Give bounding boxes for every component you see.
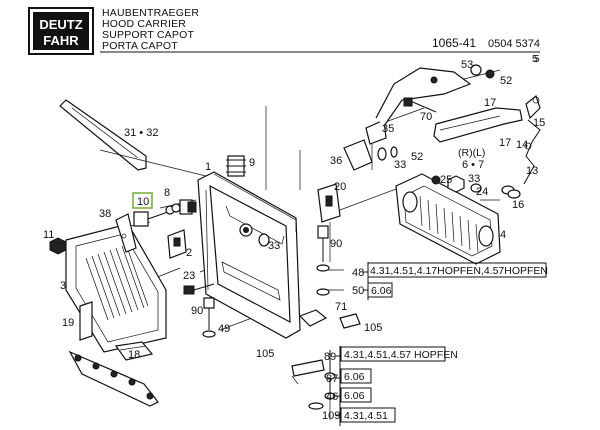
callout-11: 11 xyxy=(43,229,54,241)
side-panel-4-part xyxy=(395,173,501,265)
reference-87-models: 6.06 xyxy=(344,371,365,383)
logo-line-1: DEUTZ xyxy=(39,17,82,32)
pad-71-part xyxy=(339,313,361,329)
callout-1: 1 xyxy=(205,161,211,173)
reference-89-109: 89 87 46 109 4.31,4.51,4.57 HOPFEN 6.06 … xyxy=(322,346,458,426)
reference-109-models: 4.31,4.51 xyxy=(344,410,388,422)
doc-number: 1065-41 xyxy=(432,36,476,50)
callout-38: 38 xyxy=(99,208,111,220)
hood-carrier-frame-1 xyxy=(197,171,328,339)
reference-46-models: 6.06 xyxy=(344,390,365,402)
callout-4: 4 xyxy=(500,229,506,241)
callout-9: 9 xyxy=(249,157,255,169)
callout-17-side: 17 xyxy=(499,137,511,149)
callout-31-32: 31 • 32 xyxy=(124,127,158,139)
callout-6-7: 6 • 7 xyxy=(462,159,484,171)
callout-52-mid: 52 xyxy=(411,151,423,163)
bushing-10-part xyxy=(133,203,181,227)
callout-48: 48 xyxy=(352,267,364,279)
callout-r-l: (R)(L) xyxy=(458,147,485,159)
callout-8: 8 xyxy=(164,187,170,199)
reference-89-models: 4.31,4.51,4.57 HOPFEN xyxy=(344,349,458,361)
reference-48-50: 48 50 4.31,4.51,4.17HOPFEN,4.57HOPFEN 6.… xyxy=(352,262,548,300)
bracket-2-part xyxy=(167,229,187,259)
reference-50-models: 6.06 xyxy=(371,285,392,297)
bar-105-part xyxy=(291,359,325,385)
callout-35: 35 xyxy=(382,123,394,135)
header: DEUTZ FAHR HAUBENTRAEGER HOOD CARRIER SU… xyxy=(28,7,540,65)
deutz-fahr-logo: DEUTZ FAHR xyxy=(28,7,94,55)
page-marker: 5 xyxy=(534,54,540,65)
plate-19-part xyxy=(79,301,93,341)
washer-33-upper-part xyxy=(377,146,398,161)
bolt-8-part xyxy=(179,199,197,215)
rubber-9-part xyxy=(226,155,246,177)
callout-14: 14 xyxy=(516,139,528,151)
callout-105-right: 105 xyxy=(364,322,382,334)
callout-105-lower: 105 xyxy=(256,348,274,360)
title-de: HAUBENTRAEGER xyxy=(102,7,199,19)
callout-50: 50 xyxy=(352,285,364,297)
callout-53: 53 xyxy=(461,59,473,71)
title-fr: SUPPORT CAPOT xyxy=(102,29,194,41)
callout-33-mid: 33 xyxy=(394,159,406,171)
callout-33-right: 33 xyxy=(468,173,480,185)
callout-90-upper: 90 xyxy=(330,238,342,250)
hinge-bracket-part xyxy=(343,67,472,171)
callout-3: 3 xyxy=(60,280,66,292)
callout-70: 70 xyxy=(420,111,432,123)
callout-87: 87 xyxy=(326,373,338,385)
callout-19: 19 xyxy=(62,317,74,329)
screw-90-upper-part xyxy=(316,225,330,296)
callout-49: 49 xyxy=(218,323,230,335)
nut-25-part xyxy=(431,175,482,193)
callout-71: 71 xyxy=(335,301,347,313)
callout-33-left: 33 xyxy=(268,240,280,252)
callout-89: 89 xyxy=(324,351,336,363)
screw-90-lower-part xyxy=(202,297,216,338)
callout-46: 46 xyxy=(326,391,338,403)
clip-strip-18-part xyxy=(68,341,159,407)
callout-5: 5 xyxy=(532,53,538,65)
callout-16: 16 xyxy=(512,199,524,211)
title-it: PORTA CAPOT xyxy=(102,40,178,52)
callout-52-top: 52 xyxy=(500,75,512,87)
rod-17-part xyxy=(433,107,523,143)
callouts: 1 9 8 10 38 11 3 2 23 19 18 33 20 90 90 … xyxy=(43,53,545,361)
screw-stack-part xyxy=(308,350,336,410)
washer-52-part xyxy=(470,64,495,79)
title-en: HOOD CARRIER xyxy=(102,18,186,30)
bracket-20-part xyxy=(317,183,341,223)
callout-90-lower: 90 xyxy=(191,305,203,317)
callout-17-top: 17 xyxy=(484,97,496,109)
nut-11-part xyxy=(49,237,67,255)
hood-strip-part xyxy=(59,99,147,171)
callout-10: 10 xyxy=(137,196,149,208)
bolt-23-part xyxy=(183,283,215,295)
chain-13-15-part xyxy=(523,94,541,185)
callout-15: 15 xyxy=(533,117,545,129)
bracket-38-part xyxy=(115,213,137,253)
spring-16-part xyxy=(501,185,521,199)
logo-line-2: FAHR xyxy=(43,33,79,48)
callout-10-highlight xyxy=(132,192,153,209)
doc-date: 0504 5374 xyxy=(488,38,540,50)
callout-25: 25 xyxy=(440,174,452,186)
callout-18: 18 xyxy=(128,349,140,361)
callout-109: 109 xyxy=(322,410,340,422)
callout-36: 36 xyxy=(330,155,342,167)
callout-20: 20 xyxy=(334,181,346,193)
callout-23: 23 xyxy=(183,270,195,282)
washer-33-part xyxy=(258,233,270,247)
callout-2: 2 xyxy=(186,247,192,259)
reference-48-models: 4.31,4.51,4.17HOPFEN,4.57HOPFEN xyxy=(370,265,548,277)
callout-24: 24 xyxy=(476,186,488,198)
callout-13: 13 xyxy=(526,165,538,177)
